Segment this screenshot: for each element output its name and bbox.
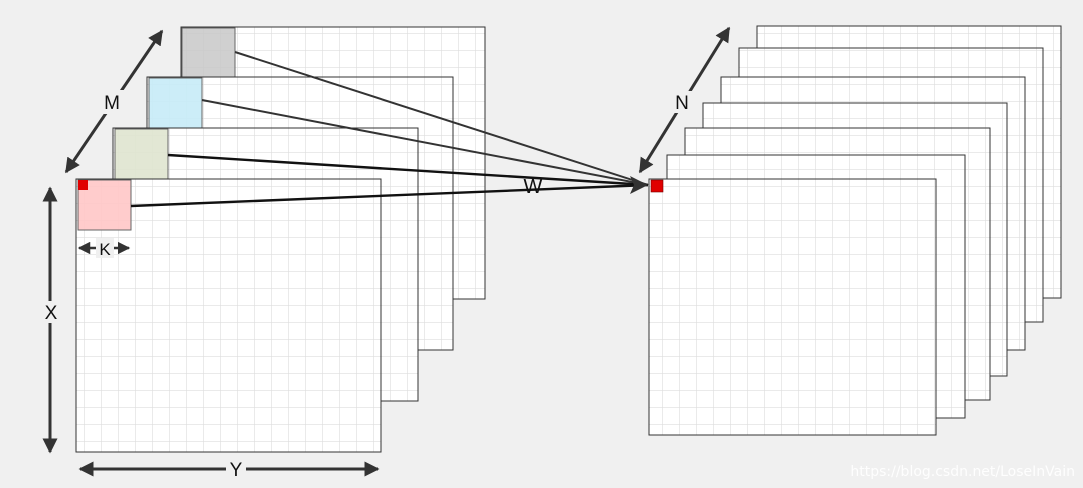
m-label: M: [104, 93, 120, 114]
kernel-window-blue: [148, 77, 203, 129]
k-label: K: [99, 240, 111, 259]
y-label: Y: [230, 460, 243, 481]
connection-line-gray: [234, 51, 649, 186]
input-pixel-marker: [78, 180, 88, 190]
output-pixel-marker: [650, 179, 664, 193]
watermark-text: https://blog.csdn.net/LoseInVain: [850, 464, 1075, 480]
connection-line-green: [167, 153, 649, 187]
kernel-window-green: [114, 128, 169, 180]
input-plane-1: [75, 178, 382, 453]
kernel-window-gray: [181, 27, 236, 78]
w-label: W: [524, 176, 543, 198]
output-stack: [648, 25, 1062, 436]
input-stack: [75, 26, 486, 453]
connection-line-blue: [201, 99, 649, 186]
n-label: N: [675, 93, 689, 114]
label-backgrounds: [41, 90, 695, 480]
connection-lines: [130, 51, 649, 208]
connection-arrowhead: [630, 176, 648, 194]
connection-line-red: [130, 183, 649, 208]
x-label: X: [45, 303, 58, 324]
output-plane-1: [648, 178, 937, 436]
